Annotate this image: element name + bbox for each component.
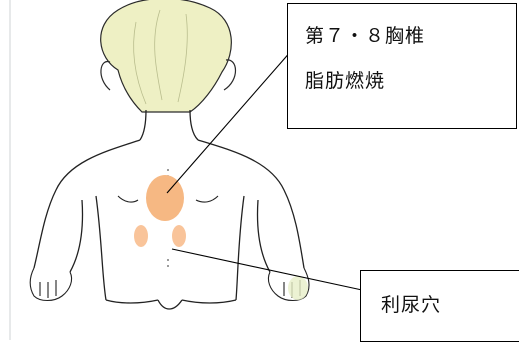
diuretic-callout: 利尿穴 bbox=[360, 270, 519, 342]
diuretic-callout-title: 利尿穴 bbox=[381, 293, 519, 317]
diuretic-point-left-highlight bbox=[134, 225, 148, 247]
thoracic-region-highlight bbox=[146, 175, 184, 221]
thoracic-callout-subtitle: 脂肪燃焼 bbox=[305, 69, 516, 93]
diuretic-leader-line bbox=[172, 249, 362, 290]
right-shoulder-blade bbox=[196, 196, 218, 202]
thoracic-callout-title: 第７・８胸椎 bbox=[305, 24, 516, 48]
thoracic-callout: 第７・８胸椎 脂肪燃焼 bbox=[287, 3, 517, 129]
scan-tint bbox=[288, 276, 308, 300]
head bbox=[101, 0, 236, 112]
diuretic-point-right-highlight bbox=[172, 225, 186, 247]
left-shoulder-blade bbox=[118, 196, 138, 202]
left-hand bbox=[30, 268, 71, 301]
